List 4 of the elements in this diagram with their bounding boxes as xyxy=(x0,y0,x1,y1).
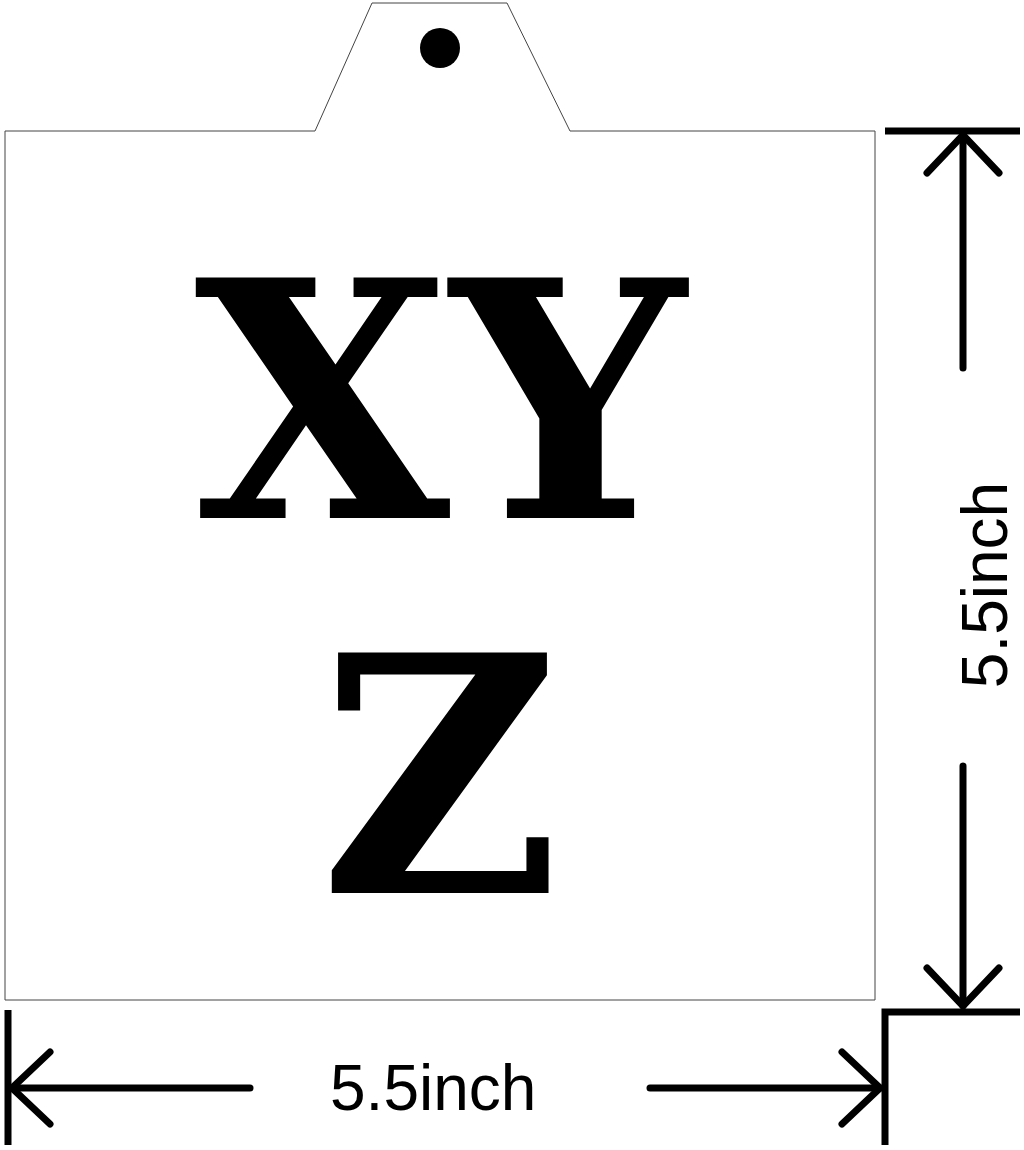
dimension-label: 5.5inch xyxy=(953,481,1018,689)
stencil-outline xyxy=(4,2,876,1001)
dimension-label: 5.5inch xyxy=(330,1056,537,1120)
stencil-letters: Z xyxy=(319,583,561,971)
